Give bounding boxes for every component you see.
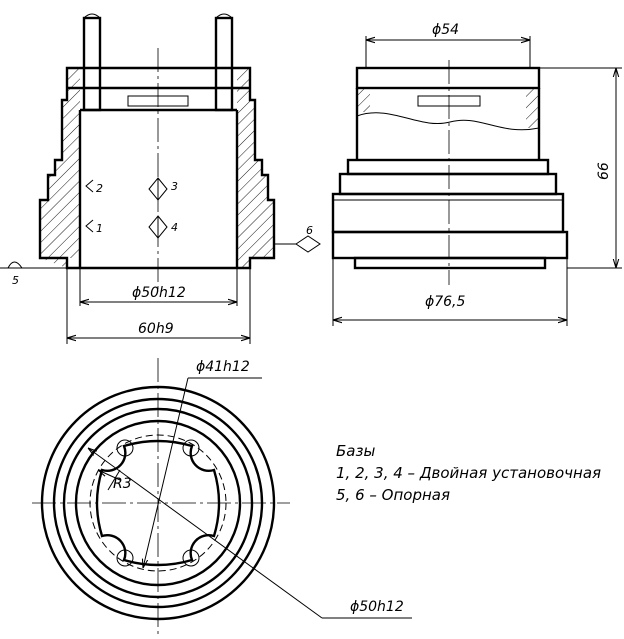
dim-phi76-5: ϕ76,5 (425, 294, 466, 310)
notes-line-2: 5, 6 – Опорная (336, 486, 450, 504)
right-jaw (214, 16, 234, 112)
datum-5-label: 5 (12, 274, 19, 287)
side-collar-hatch-left (357, 88, 370, 112)
dim-r3: R3 (113, 476, 132, 492)
break-line (356, 112, 540, 131)
datum-3-label: 3 (171, 180, 178, 193)
side-key-slot (417, 95, 481, 107)
key-slot (127, 95, 189, 107)
step-4 (331, 230, 569, 260)
notes-block: Базы 1, 2, 3, 4 – Двойная установочная 5… (336, 442, 601, 504)
side-collar (355, 66, 541, 90)
left-jaw-break (83, 13, 101, 19)
datum-5-mark (7, 261, 23, 269)
dim-phi50h12-top: ϕ50h12 (132, 285, 186, 301)
left-jaw (82, 16, 102, 112)
dim-r3-tick (107, 469, 121, 491)
dim-phi41-leader (143, 377, 189, 568)
dim-66: 66 (596, 162, 612, 180)
dim-phi50h12-bottom: ϕ50h12 (350, 599, 404, 615)
left-wall-hatch (40, 68, 80, 268)
datum-2-mark (85, 179, 94, 193)
notch-top-right (182, 439, 200, 457)
dim-phi54: ϕ54 (432, 22, 459, 38)
outer-circle (40, 385, 276, 621)
notch-top-left (116, 439, 134, 457)
datum-4-label: 4 (171, 221, 178, 234)
bore-hidden-circle (89, 434, 227, 572)
notch-bottom-right (182, 549, 200, 567)
inner-contour (95, 439, 221, 567)
datum-1-mark (85, 219, 94, 233)
right-jaw-break (215, 13, 233, 19)
dim-phi41h12: ϕ41h12 (196, 359, 250, 375)
ring-2 (52, 397, 264, 609)
dim-phi50-bottom-leader (88, 448, 323, 619)
ring-3 (62, 407, 254, 599)
right-wall-hatch (237, 68, 274, 268)
side-view: ϕ54 66 ϕ76,5 (331, 22, 622, 326)
step-5 (353, 256, 547, 270)
top-view: ϕ41h12 R3 ϕ50h12 (32, 358, 412, 636)
step-2 (338, 172, 558, 196)
notes-line-1: 1, 2, 3, 4 – Двойная установочная (336, 464, 601, 482)
dim-r3-leader (98, 470, 121, 481)
step-1 (346, 158, 550, 176)
ring-4 (74, 419, 242, 587)
datum-6-diamond (295, 235, 321, 253)
datum-1-label: 1 (96, 222, 103, 235)
front-section-view: 2 1 3 4 5 6 ϕ50h12 60h9 (0, 13, 321, 344)
datum-6-label: 6 (306, 224, 313, 237)
notes-title: Базы (336, 442, 375, 460)
datum-2-label: 2 (96, 182, 103, 195)
side-collar-hatch-right (526, 88, 539, 128)
dim-60h9: 60h9 (138, 321, 174, 337)
notch-bottom-left (116, 549, 134, 567)
